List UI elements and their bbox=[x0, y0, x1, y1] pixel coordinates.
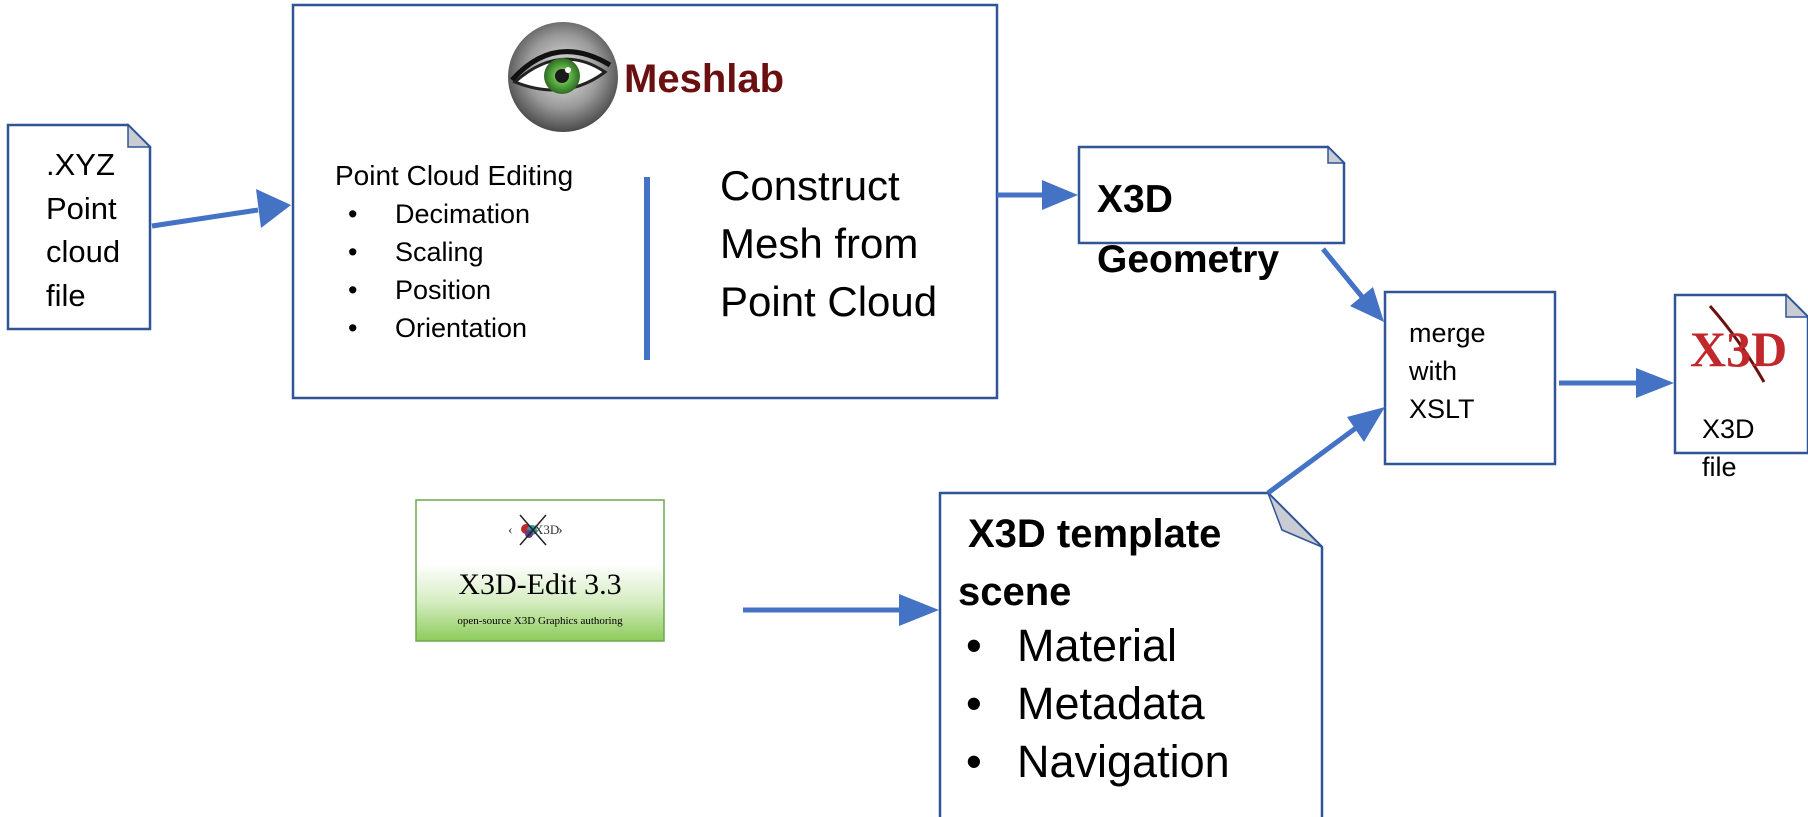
x3d-template-items-list: Material Metadata Navigation bbox=[966, 617, 1230, 791]
arrow-xyz-to-meshlab bbox=[151, 189, 291, 229]
svg-text:›: › bbox=[558, 523, 563, 538]
x3d-edit-logo: ‹ X3D › X3D-Edit 3.3 open-source X3D Gra… bbox=[415, 499, 665, 642]
arrow-merge-to-output bbox=[1559, 368, 1674, 398]
meshlab-logo-text: Meshlab bbox=[624, 57, 784, 101]
svg-text:‹: ‹ bbox=[508, 523, 513, 538]
arrow-geometry-to-merge bbox=[1321, 247, 1384, 322]
xyz-file-label: .XYZ Point cloud file bbox=[46, 147, 129, 313]
x3d-geometry-label: X3D Geometry bbox=[1097, 178, 1279, 281]
x3d-geometry-file-node: X3D Geometry bbox=[1077, 145, 1346, 281]
x3d-template-title: X3D template scene bbox=[958, 512, 1233, 614]
arrow-template-to-merge bbox=[1266, 407, 1385, 496]
x3d-edit-title: X3D-Edit 3.3 bbox=[458, 568, 621, 601]
xyz-input-file-node: .XYZ Point cloud file bbox=[6, 123, 152, 331]
arrow-edit-to-template bbox=[743, 594, 939, 626]
merge-xslt-label: merge with XSLT bbox=[1408, 318, 1493, 424]
list-item: Material bbox=[966, 617, 1230, 675]
list-item: Metadata bbox=[966, 675, 1230, 733]
list-item: Orientation bbox=[348, 309, 530, 347]
x3d-output-label: X3D file bbox=[1702, 414, 1762, 482]
list-item: Scaling bbox=[348, 233, 530, 271]
x3d-edit-tagline: open-source X3D Graphics authoring bbox=[457, 615, 623, 627]
x3d-logo-icon: X3D bbox=[1690, 305, 1787, 383]
point-cloud-editing-list: Decimation Scaling Position Orientation bbox=[348, 195, 530, 347]
merge-xslt-node: merge with XSLT bbox=[1383, 290, 1557, 466]
point-cloud-editing-title: Point Cloud Editing bbox=[335, 160, 573, 191]
list-item: Decimation bbox=[348, 195, 530, 233]
x3d-badge-icon: ‹ X3D › bbox=[508, 514, 563, 546]
x3d-output-file-node: X3D X3D file bbox=[1673, 293, 1808, 482]
list-item: Position bbox=[348, 271, 530, 309]
svg-text:X3D: X3D bbox=[534, 522, 559, 537]
meshlab-eye-icon bbox=[508, 22, 618, 132]
list-item: Navigation bbox=[966, 733, 1230, 791]
arrow-meshlab-to-geometry bbox=[997, 180, 1078, 210]
connector-arrows bbox=[151, 180, 1674, 626]
svg-text:X3D: X3D bbox=[1690, 321, 1787, 377]
construct-mesh-label: Construct Mesh from Point Cloud bbox=[720, 162, 937, 325]
